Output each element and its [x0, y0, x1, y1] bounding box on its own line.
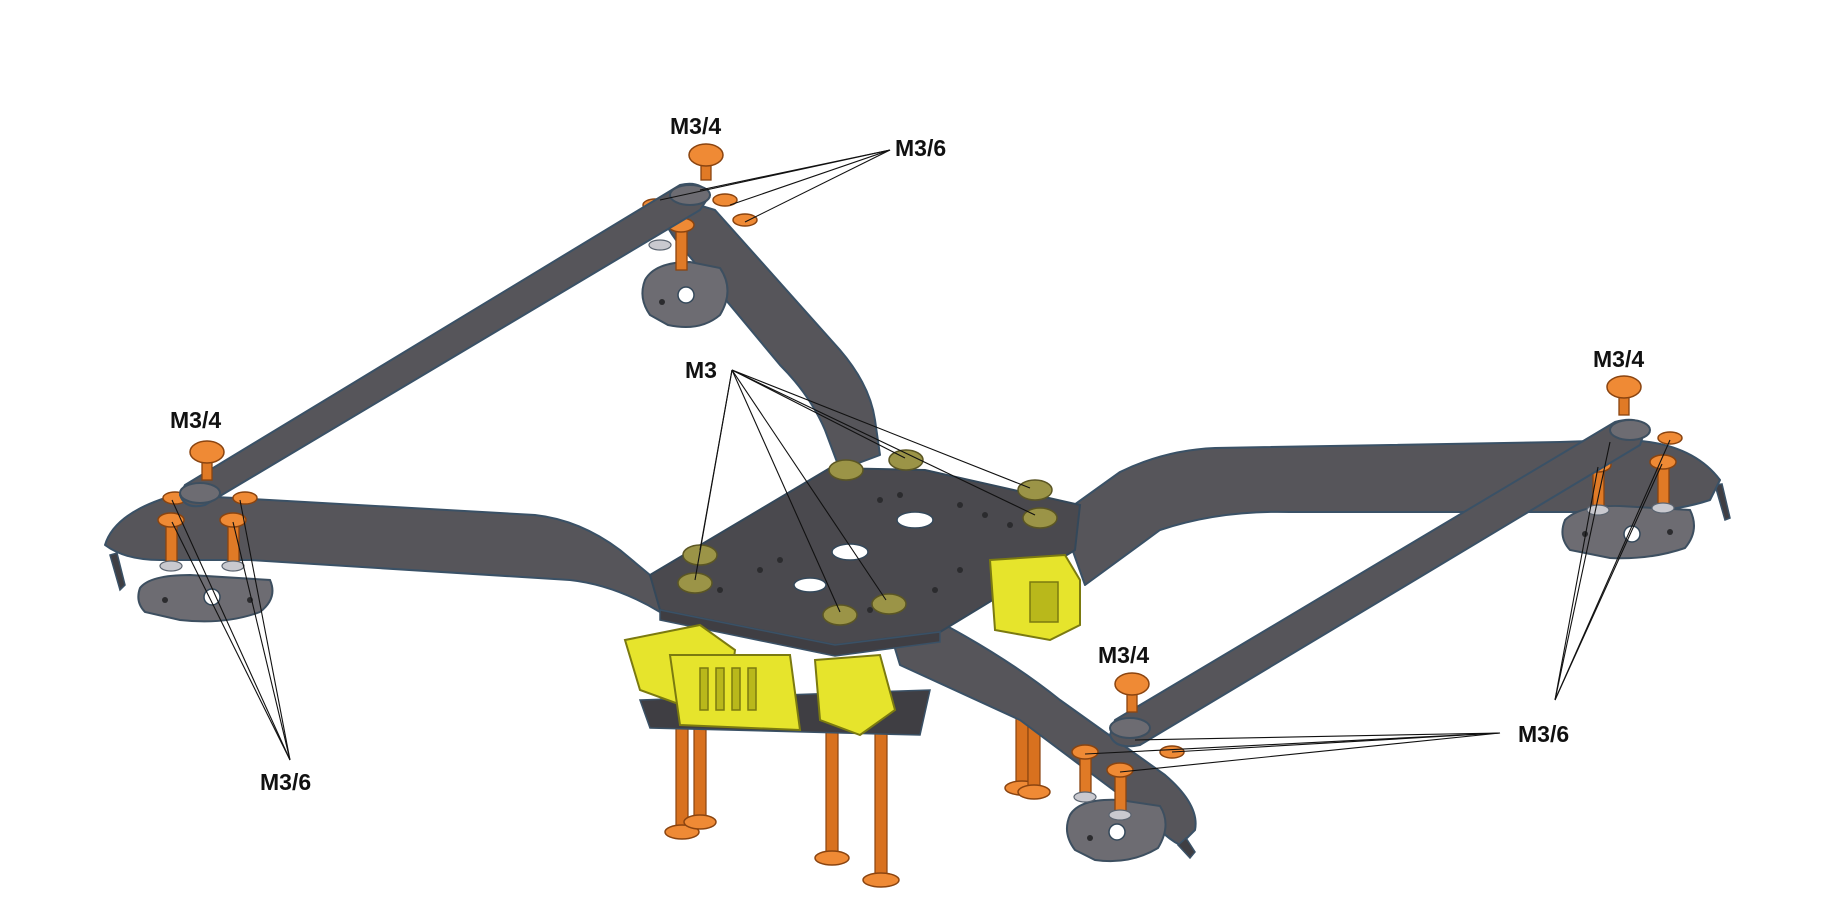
label-left-m3-4: M3/4 — [170, 407, 221, 433]
arm-braces — [179, 182, 1651, 748]
printed-parts — [623, 553, 1081, 737]
labels: M3/4 M3/6 M3 M3/4 M3/6 M3/4 M3/6 M3/4 — [170, 113, 1644, 795]
label-top-center-m3-6: M3/6 — [895, 135, 946, 161]
label-center-m3: M3 — [685, 357, 717, 383]
label-front-m3-4: M3/4 — [1098, 642, 1149, 668]
label-top-center-m3-4: M3/4 — [670, 113, 721, 139]
leader-lines — [171, 149, 1671, 773]
front-arm — [889, 624, 1197, 863]
center-top-plate — [648, 466, 1082, 657]
rear-arm — [641, 193, 881, 471]
left-arm — [104, 491, 681, 623]
m3-4-screws — [189, 143, 1642, 713]
label-right-m3-6: M3/6 — [1518, 721, 1569, 747]
label-right-m3-4: M3/4 — [1593, 346, 1644, 372]
label-left-m3-6: M3/6 — [260, 769, 311, 795]
